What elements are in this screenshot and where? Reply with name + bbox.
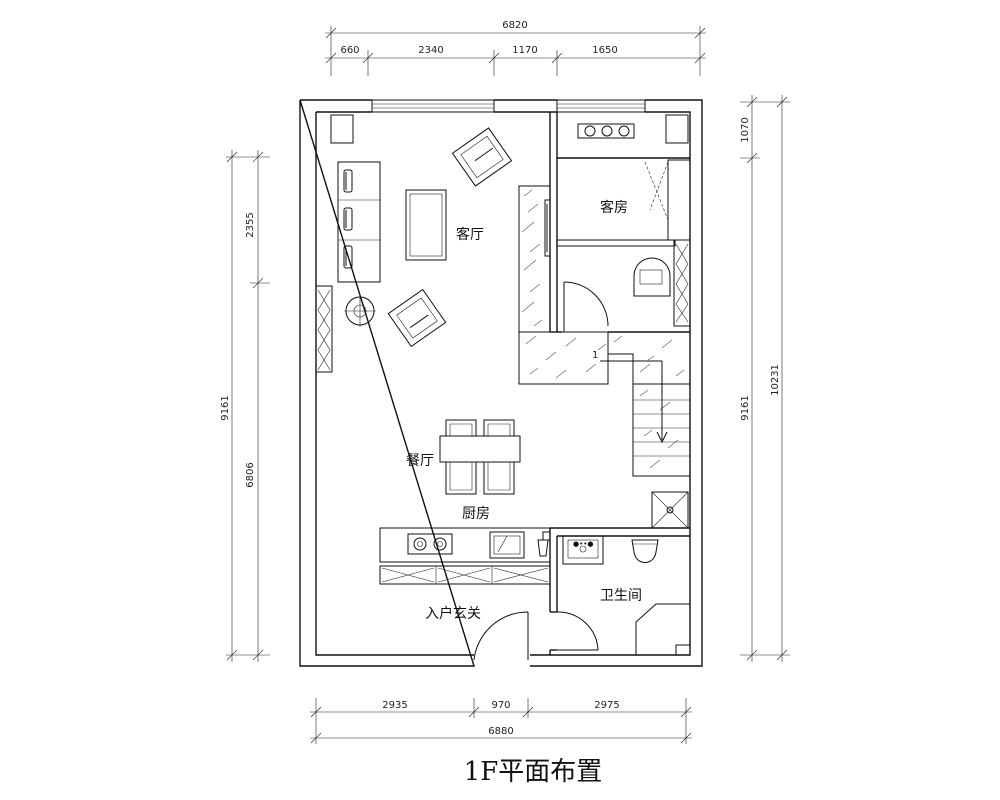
wardrobe [673,239,691,327]
outer-walls [299,99,703,667]
guest-room-door [563,281,609,332]
dim-top-seg-3: 1170 [512,45,537,56]
label-dining-room: 餐厅 [406,453,434,469]
wall-tv [544,199,551,257]
bath-door [556,611,599,651]
coffee-table [405,189,447,261]
room-labels: 客厅 客房 餐厅 厨房 入户玄关 卫生间 [406,199,642,622]
sofa [337,161,381,283]
dim-right-inner-total: 9161 [740,395,751,420]
entry-door [473,611,529,661]
tv-cabinet [315,285,333,373]
staircase: 1 [518,185,691,477]
label-kitchen: 厨房 [462,506,490,522]
dim-left-seg-2: 6806 [245,462,256,487]
kitchen-counter [379,527,551,585]
sofa-cushions [343,169,353,269]
armchair-top [451,127,513,187]
dim-top-seg-1: 660 [340,45,359,56]
dim-left-total: 9161 [220,395,231,420]
right-dimensions: 1070 9161 10231 [740,95,790,662]
stove [407,533,453,555]
label-entry: 入户玄关 [425,605,481,622]
kitchen-sink [489,531,525,559]
dim-bottom-seg-2: 970 [491,700,510,711]
dim-bottom-total: 6880 [488,726,513,737]
guest-chair [633,257,671,297]
shower-box [651,491,689,529]
bottom-dimensions: 2935 970 2975 6880 [310,698,692,744]
label-living-room: 客厅 [456,226,484,243]
column-top-left [330,114,354,144]
window-top-left [371,99,495,113]
washbasin [562,535,604,565]
dim-bottom-seg-3: 2975 [594,700,619,711]
living-furniture [315,127,551,373]
shower [635,603,691,656]
bath-fixtures: ●••● [562,491,691,656]
dim-top-seg-2: 2340 [418,45,443,56]
label-guest-room: 客房 [600,199,628,216]
plan-title: 1F平面布置 [464,757,603,787]
dining-table [439,435,521,463]
guest-furniture [577,123,691,327]
dining-furniture [439,419,521,495]
dim-top-total: 6820 [502,20,527,31]
label-bathroom: 卫生间 [600,588,642,604]
side-table-lamp [344,295,376,327]
left-dimensions: 9161 2355 6806 [220,150,270,662]
top-dimensions: 6820 660 2340 1170 1650 [325,20,706,76]
armchair-bottom [387,288,447,348]
window-top-right [556,99,646,113]
dim-bottom-seg-1: 2935 [382,700,407,711]
dim-left-seg-1: 2355 [245,212,256,237]
stair-mark: 1 [592,350,598,361]
dim-top-seg-4: 1650 [592,45,617,56]
dim-right-outer-total: 10231 [770,364,781,396]
doors [473,159,691,661]
toilet [631,539,659,563]
svg-text:●••●: ●••● [573,540,593,548]
column-top-right [665,114,689,144]
dim-right-seg: 1070 [740,117,751,142]
